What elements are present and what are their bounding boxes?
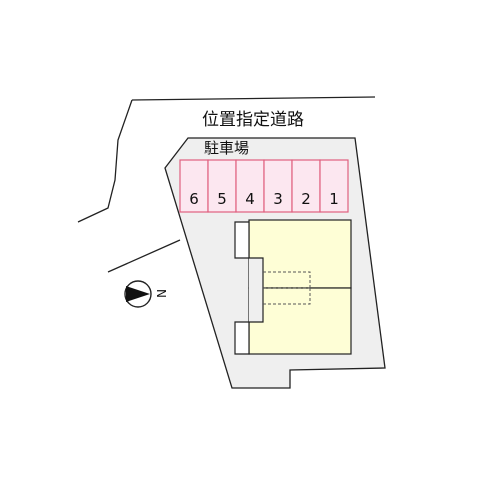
road-boundary-line <box>131 96 376 101</box>
side-boundary-line <box>107 239 181 273</box>
building-recess-edge <box>249 257 264 323</box>
building <box>234 219 352 355</box>
stair-dashed-upper <box>263 271 311 288</box>
building-unit-upper <box>248 219 352 289</box>
road-label: 位置指定道路 <box>202 110 304 130</box>
parking-space-1 <box>319 159 349 213</box>
compass-arrow-icon <box>126 286 150 302</box>
building-notch <box>234 221 250 259</box>
parking-space-number: 3 <box>273 190 283 208</box>
parking-space-2 <box>291 159 321 213</box>
building-notch-lower <box>234 321 250 355</box>
north-arrow: N <box>124 280 168 308</box>
compass-label: N <box>154 289 168 298</box>
parking-space-number: 4 <box>245 190 255 208</box>
parking-space-number: 5 <box>217 190 227 208</box>
parking-space-4 <box>235 159 265 213</box>
parking-space-number: 2 <box>301 190 311 208</box>
parking-space-5 <box>207 159 237 213</box>
stair-dashed-lower <box>263 288 311 305</box>
parking-label: 駐車場 <box>204 139 249 157</box>
building-recess <box>249 258 263 322</box>
building-unit-lower <box>248 287 352 355</box>
road-edge-curve <box>77 99 133 223</box>
parking-space-number: 6 <box>189 190 199 208</box>
parking-space-3 <box>263 159 293 213</box>
parking-space-number: 1 <box>329 190 339 208</box>
